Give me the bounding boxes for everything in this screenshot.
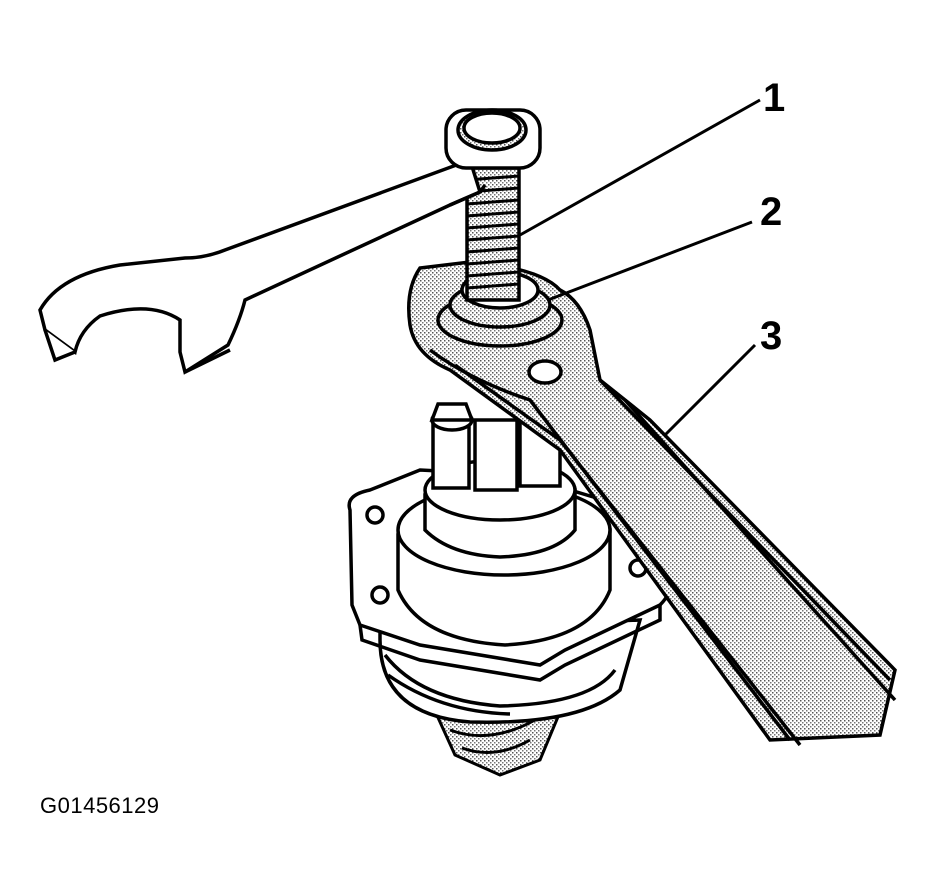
open-end-wrench [38, 108, 542, 375]
leader-lines [519, 98, 761, 437]
hub-body [396, 402, 612, 647]
holding-wrench [407, 260, 897, 747]
callout-label-3: 3 [760, 314, 783, 358]
leader-line-3 [663, 343, 757, 437]
callout-label-1: 1 [763, 76, 786, 120]
leader-line-1 [519, 98, 761, 237]
callout-label-2: 2 [760, 190, 783, 234]
threaded-bolt [465, 166, 521, 302]
leader-line-2 [547, 220, 753, 302]
figure-id: G01456129 [40, 793, 160, 818]
